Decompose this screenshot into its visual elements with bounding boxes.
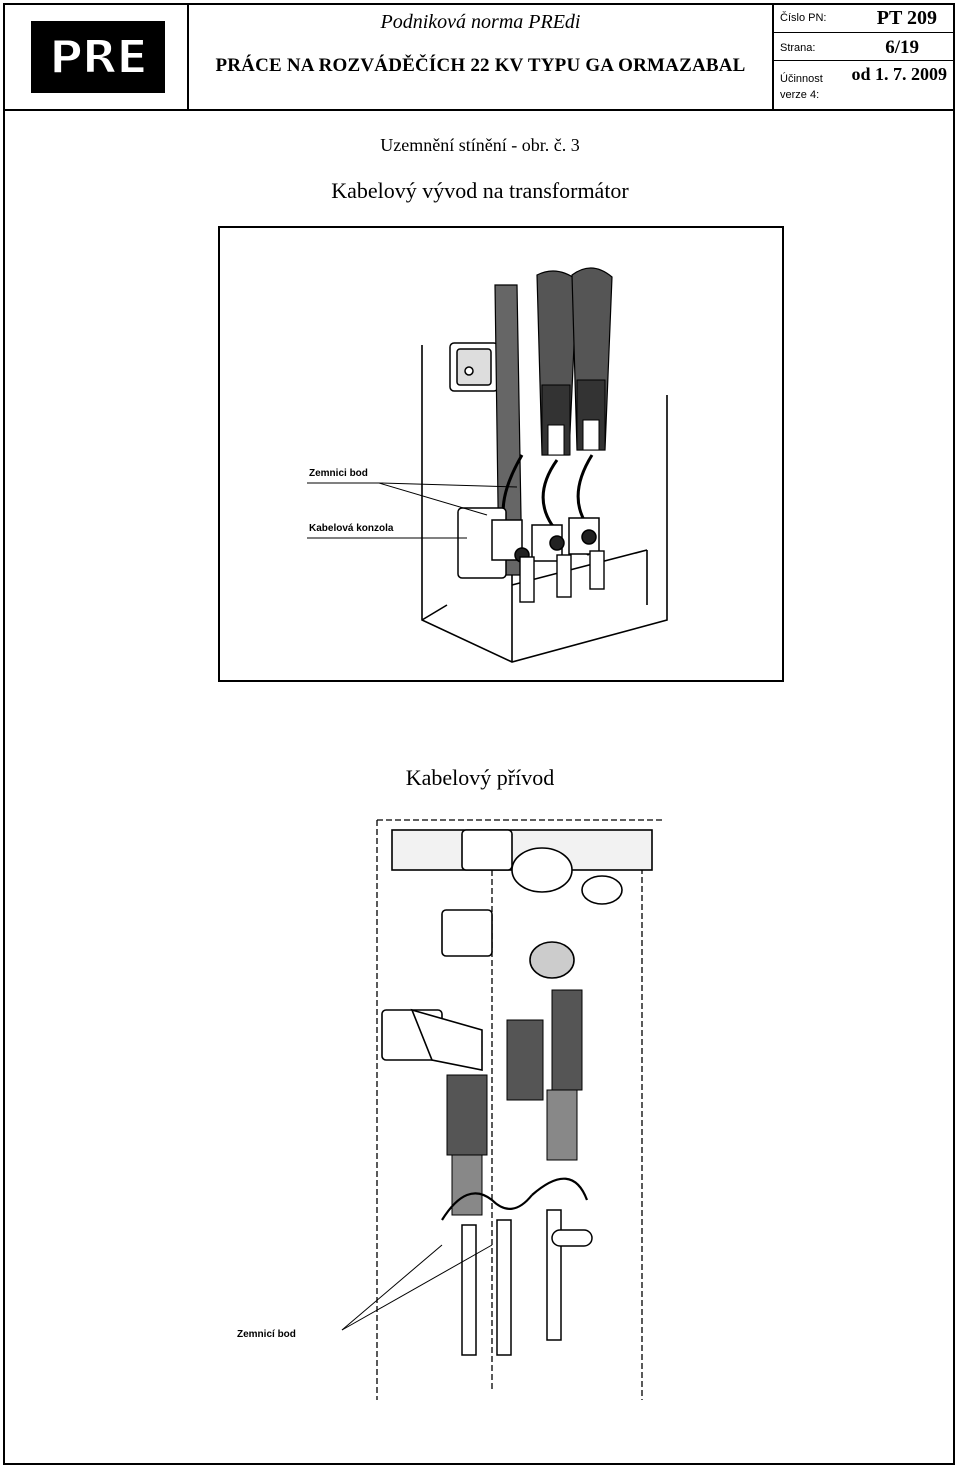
cable-stubs xyxy=(519,550,605,603)
callout-lines xyxy=(341,1244,493,1331)
callout-cable-bracket: Kabelová konzola xyxy=(309,523,394,534)
heading-inlet: Kabelový přívod xyxy=(405,765,555,790)
strana-label: Strana: xyxy=(780,42,816,54)
inlet-cables xyxy=(446,989,583,1216)
pre-logo: PRE xyxy=(31,21,165,93)
cislo-pn-label: Číslo PN: xyxy=(780,12,827,24)
ucinnost-row: Účinnost verze 4: od 1. 7. 2009 xyxy=(774,61,955,109)
document-title: PRÁCE NA ROZVÁDĚČÍCH 22 KV TYPU GA ORMAZ… xyxy=(215,55,746,76)
strana-row: Strana: 6/19 xyxy=(774,33,955,61)
strana-value: 6/19 xyxy=(885,37,919,58)
cables xyxy=(494,267,613,576)
verze-label: verze 4: xyxy=(780,89,820,101)
norm-name: Podniková norma PREdi xyxy=(380,11,581,33)
flange-top xyxy=(449,342,499,392)
heading-outlet: Kabelový vývod na transformátor xyxy=(331,178,629,203)
callout-ground-point-2: Zemnicí bod xyxy=(237,1329,296,1340)
logo-cell: PRE xyxy=(3,3,189,109)
ucinnost-label: Účinnost xyxy=(780,73,823,85)
figure-cable-outlet: Zemnici bod Kabelová konzola xyxy=(218,226,784,682)
figure-reference: Uzemnění stínění - obr. č. 3 xyxy=(380,135,580,155)
bushings xyxy=(381,829,653,1071)
callout-ground-point: Zemnici bod xyxy=(309,468,368,479)
cislo-pn-row: Číslo PN: PT 209 xyxy=(774,3,955,33)
figure-cable-inlet: Zemnicí bod xyxy=(237,819,662,1400)
title-cell: Podniková norma PREdi PRÁCE NA ROZVÁDĚČÍ… xyxy=(189,3,774,109)
stub-ends xyxy=(461,1209,593,1356)
housing-outline xyxy=(376,819,662,1400)
shield-wires xyxy=(441,1177,589,1221)
page-frame xyxy=(3,3,955,1465)
ucinnost-value: od 1. 7. 2009 xyxy=(851,64,947,84)
cislo-pn-value: PT 209 xyxy=(876,7,937,29)
metadata-cell: Číslo PN: PT 209 Strana: 6/19 Účinnost v… xyxy=(774,3,955,109)
logo-text: PRE xyxy=(48,29,149,85)
document-header: PRE Podniková norma PREdi PRÁCE NA ROZVÁ… xyxy=(3,3,955,111)
